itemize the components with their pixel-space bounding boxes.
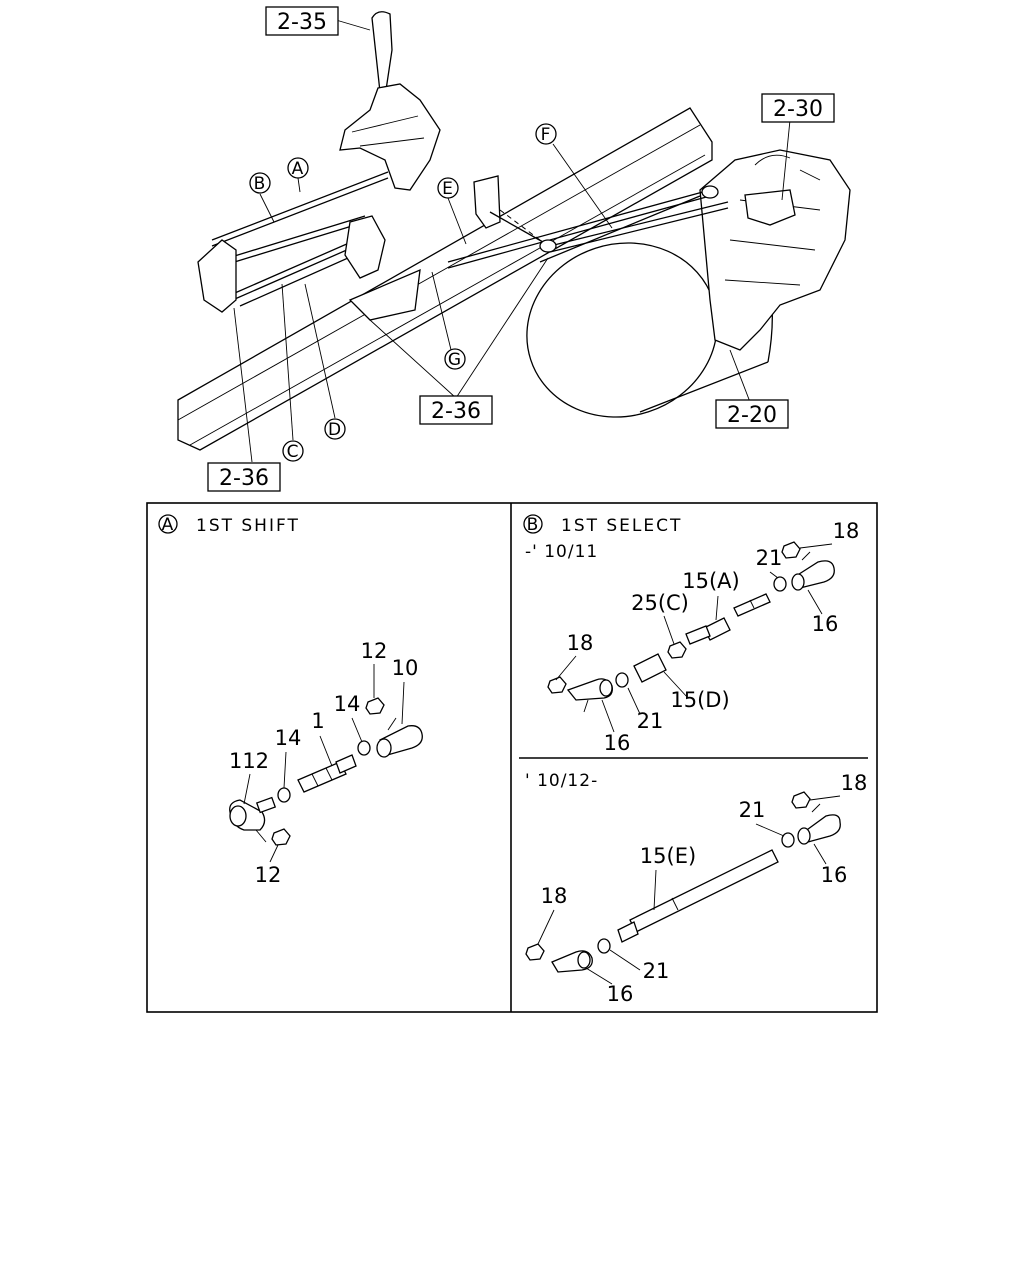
panel-b-top-callouts: 18 21 15(A) 25(C) 16 18 15(D) 21 16 — [555, 519, 860, 755]
svg-text:16: 16 — [821, 863, 848, 887]
svg-text:14: 14 — [275, 726, 302, 750]
svg-text:1: 1 — [311, 709, 324, 733]
svg-text:C: C — [287, 442, 300, 462]
panel-a-exploded-parts — [229, 697, 423, 846]
svg-text:1ST SELECT: 1ST SELECT — [561, 516, 682, 536]
svg-text:21: 21 — [643, 959, 670, 983]
svg-text:1ST SHIFT: 1ST SHIFT — [196, 516, 300, 536]
svg-text:A: A — [162, 515, 175, 535]
panel-b-bottom-exploded-parts — [525, 791, 841, 973]
circle-label-g: G — [444, 348, 466, 370]
svg-text:21: 21 — [739, 798, 766, 822]
svg-text:18: 18 — [567, 631, 594, 655]
svg-text:E: E — [442, 179, 454, 199]
svg-text:18: 18 — [833, 519, 860, 543]
svg-text:2-36: 2-36 — [431, 399, 481, 424]
ref-box-2-35[interactable]: 2-35 — [265, 6, 339, 36]
circle-label-f: F — [535, 123, 557, 145]
circle-label-e: E — [437, 177, 459, 199]
ref-box-2-20[interactable]: 2-20 — [715, 399, 789, 429]
svg-text:12: 12 — [255, 863, 282, 887]
svg-text:25(C): 25(C) — [631, 591, 689, 615]
ref-box-2-30[interactable]: 2-30 — [761, 93, 835, 123]
svg-text:16: 16 — [812, 612, 839, 636]
panel-b-bottom-header: ' 10/12- — [525, 771, 598, 791]
svg-text:A: A — [292, 159, 305, 179]
overview-assembly — [177, 11, 851, 451]
svg-text:18: 18 — [541, 884, 568, 908]
svg-text:15(A): 15(A) — [682, 569, 739, 593]
svg-text:16: 16 — [607, 982, 634, 1006]
circle-label-b: B — [249, 172, 271, 194]
svg-text:B: B — [527, 515, 540, 535]
panel-b-header: B 1ST SELECT -' 10/11 — [523, 514, 682, 562]
svg-text:F: F — [541, 125, 552, 145]
detail-frame — [146, 502, 878, 1013]
panel-b-top-exploded-parts — [547, 541, 835, 713]
ref-box-2-36-center[interactable]: 2-36 — [419, 395, 493, 425]
svg-text:-' 10/11: -' 10/11 — [525, 542, 598, 562]
svg-text:112: 112 — [229, 749, 269, 773]
svg-text:B: B — [254, 174, 267, 194]
svg-text:15(E): 15(E) — [640, 844, 696, 868]
svg-text:12: 12 — [361, 639, 388, 663]
svg-text:21: 21 — [756, 546, 783, 570]
svg-text:D: D — [328, 420, 342, 440]
svg-text:2-20: 2-20 — [727, 403, 777, 428]
svg-text:14: 14 — [334, 692, 361, 716]
panel-b-bottom-callouts: 18 21 15(E) 16 18 21 16 — [537, 771, 868, 1006]
overview-leaders — [233, 19, 791, 463]
circle-label-c: C — [282, 440, 304, 462]
svg-text:15(D): 15(D) — [670, 688, 729, 712]
svg-text:10: 10 — [392, 656, 419, 680]
svg-text:16: 16 — [604, 731, 631, 755]
svg-text:' 10/12-: ' 10/12- — [525, 771, 598, 791]
svg-text:G: G — [448, 350, 462, 370]
ref-box-2-36-left[interactable]: 2-36 — [207, 462, 281, 492]
svg-text:21: 21 — [637, 709, 664, 733]
svg-text:2-35: 2-35 — [277, 10, 327, 35]
svg-text:2-36: 2-36 — [219, 466, 269, 491]
panel-a-callouts: 12 10 14 1 14 112 12 — [229, 639, 418, 887]
circle-label-a: A — [287, 157, 309, 179]
circle-label-d: D — [324, 418, 346, 440]
panel-a-header: A 1ST SHIFT — [158, 514, 300, 536]
svg-text:18: 18 — [841, 771, 868, 795]
svg-text:2-30: 2-30 — [773, 97, 823, 122]
